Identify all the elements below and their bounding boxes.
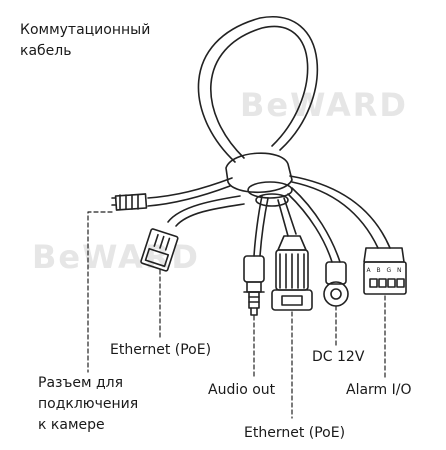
cable-loop-outer — [197, 15, 319, 163]
camera-connector — [111, 193, 148, 211]
label-audio-out: Audio out — [208, 382, 276, 398]
diagram-title: Коммутационный кабель — [20, 20, 150, 62]
branch-camera — [147, 177, 233, 199]
rj45-plug-left — [140, 228, 179, 272]
label-ethernet-bottom: Ethernet (PoE) — [244, 425, 346, 441]
label-ethernet-left: Ethernet (PoE) — [110, 342, 212, 358]
rj45-socket — [271, 235, 313, 311]
junction-ring-2 — [255, 193, 289, 207]
title-line-1: Коммутационный — [20, 22, 151, 38]
junction-sleeve — [225, 152, 293, 194]
dc-jack — [323, 261, 349, 307]
watermark-middle: BeWARD — [32, 238, 200, 276]
junction-ring — [247, 181, 293, 199]
camera-connector-line-3: к камере — [38, 417, 105, 433]
terminal-marks: A B G N — [366, 267, 403, 274]
camera-connector-line-2: подключения — [38, 396, 139, 412]
audio-plug — [243, 255, 265, 316]
label-dc-12v: DC 12V — [312, 349, 365, 365]
terminal-block — [363, 247, 407, 295]
label-alarm-io: Alarm I/O — [346, 382, 412, 398]
branch-alarm — [291, 181, 379, 249]
branch-ethernet-left — [167, 195, 241, 223]
branch-dc — [287, 193, 333, 263]
watermark-top: BeWARD — [240, 86, 408, 124]
branch-ethernet-bottom — [277, 199, 289, 237]
title-line-2: кабель — [20, 43, 72, 59]
camera-connector-line-1: Разъем для — [38, 375, 124, 391]
leader-camera-connector — [87, 211, 113, 373]
cable-loop-inner — [209, 25, 309, 159]
branch-audio — [253, 195, 263, 257]
label-camera-connector: Разъем для подключения к камере — [38, 373, 138, 436]
